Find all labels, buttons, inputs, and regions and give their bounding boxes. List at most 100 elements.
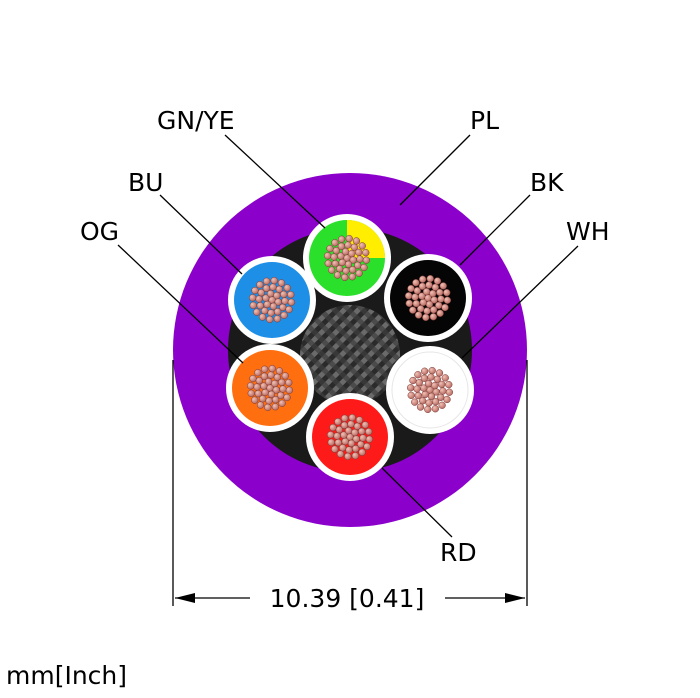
leader-pl [399,134,471,206]
copper-strand [264,403,272,412]
copper-strand [404,292,413,300]
copper-strand [348,266,357,274]
copper-strand [260,372,269,380]
copper-strand [271,379,279,388]
copper-strand [270,276,278,285]
copper-strand [338,235,346,243]
label-bu: BU [128,168,163,197]
copper-strand [333,432,341,440]
leader-og [117,244,244,364]
copper-strand [405,299,413,308]
copper-strand [280,290,288,299]
copper-strand [285,305,293,314]
copper-strand [246,382,255,390]
copper-strand [341,414,349,422]
copper-strand [267,309,275,317]
copper-strand [419,275,427,283]
copper-strand [283,284,291,292]
copper-strand [273,308,282,316]
copper-strand [331,259,339,268]
copper-strand [412,279,420,287]
copper-strand [262,284,271,292]
copper-strand [429,306,438,314]
leader-bk [459,194,531,266]
copper-strand [412,299,420,308]
copper-strand [261,365,269,373]
copper-strand [351,452,360,460]
label-wh: WH [566,217,610,246]
copper-strand [414,311,423,319]
copper-strand [433,277,442,285]
copper-strand [409,376,417,385]
copper-strand [341,273,349,282]
unit-label: mm[Inch] [6,661,127,690]
copper-strand [328,266,336,274]
copper-strand [269,283,277,291]
copper-strand [438,380,446,389]
copper-strand [355,269,363,277]
copper-strand [267,371,275,379]
copper-strand [247,389,255,398]
label-og: OG [80,217,119,246]
copper-strand [263,277,271,285]
copper-strand [360,263,368,272]
copper-strand [281,297,289,305]
leader-bu [159,194,243,275]
copper-strand [443,395,451,404]
copper-strand [266,315,274,324]
copper-strand [365,428,373,436]
copper-strand [283,393,291,402]
copper-strand [411,398,419,406]
copper-strand [345,446,353,454]
copper-strand [275,367,284,375]
copper-strand [333,271,342,279]
copper-strand [287,298,296,306]
copper-strand [263,300,271,309]
copper-strand [261,388,269,397]
copper-strand [356,255,364,263]
copper-strand [425,281,433,289]
copper-strand [256,301,264,310]
copper-strand [348,249,356,258]
copper-strand [361,421,369,429]
copper-strand [431,398,440,406]
copper-strand [421,367,429,375]
copper-strand [358,242,366,250]
copper-strand [420,374,429,382]
copper-strand [439,282,447,290]
copper-strand [429,289,437,298]
copper-strand [362,256,371,264]
copper-strand [438,401,446,409]
label-rd: RD [440,538,477,567]
label-pl: PL [470,106,499,135]
copper-strand [423,307,431,315]
copper-strand [329,423,337,432]
copper-strand [281,372,289,380]
copper-strand [330,253,338,261]
dimension-arrow-left [175,593,195,603]
copper-strand [421,390,429,399]
copper-strand [436,288,444,297]
copper-strand [445,388,454,396]
copper-strand [426,274,434,283]
copper-strand [352,237,361,245]
copper-strand [439,387,447,395]
copper-strand [342,267,350,275]
conductor-wh [386,346,474,434]
conductor-og [226,344,314,432]
copper-strand [413,385,421,393]
copper-strand [331,445,339,453]
copper-strand [344,241,352,249]
copper-strand [334,418,342,426]
copper-strand [277,279,286,287]
copper-strand [441,374,449,382]
copper-strand [273,291,281,300]
copper-strand [337,242,346,250]
copper-strand [338,258,346,267]
copper-strand [323,252,332,260]
label-bk: BK [530,168,564,197]
label-gnye: GN/YE [157,106,235,135]
copper-strand [427,373,435,381]
copper-strand [358,448,366,456]
conductor-bu [228,256,316,344]
